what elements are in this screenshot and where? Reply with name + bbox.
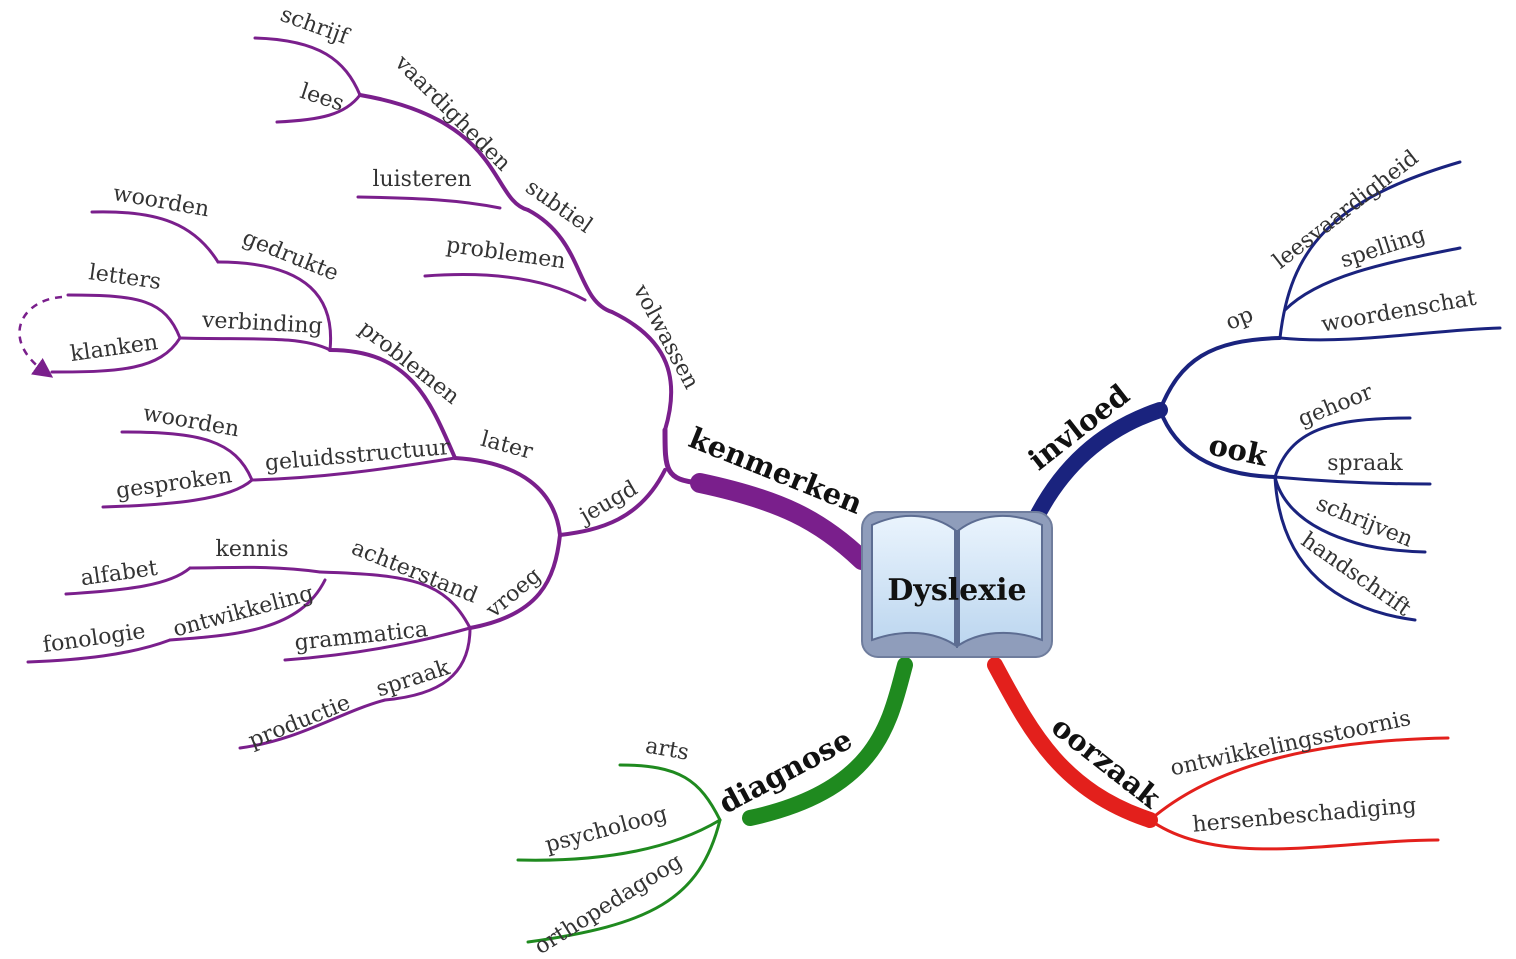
spraak-inv-connector — [1273, 475, 1432, 486]
gesproken-label[interactable]: gesproken — [115, 463, 234, 504]
verbinding-connector — [178, 336, 332, 352]
later-connector — [453, 456, 562, 537]
gedrukte-connector — [216, 260, 333, 352]
leesvaardigheid-connector — [1278, 160, 1462, 340]
gesproken-connector — [101, 478, 254, 509]
klanken-label[interactable]: klanken — [69, 330, 160, 367]
oorzaak-branch — [987, 657, 1450, 851]
lees-connector — [275, 93, 362, 124]
diagnose-main-connector — [742, 657, 913, 826]
volwassen-label[interactable]: volwassen — [627, 280, 703, 394]
luisteren-label[interactable]: luisteren — [372, 167, 471, 192]
schrijven-connector — [1273, 475, 1427, 554]
op-connector — [1158, 336, 1282, 412]
problemen2-label[interactable]: problemen — [445, 233, 567, 274]
kenmerken-branch — [18, 36, 872, 750]
ontwikkelingsstoornis-connector — [1148, 736, 1450, 822]
luisteren-connector — [356, 195, 502, 210]
orthopedagoog-connector — [526, 818, 722, 944]
achterstand-connector — [318, 570, 472, 630]
geluidsstructuur-connector — [250, 456, 457, 482]
letters-connector — [66, 293, 182, 340]
jeugd-connector — [558, 468, 667, 537]
fonologie-connector — [26, 638, 172, 664]
central-title: Dyslexie — [887, 573, 1026, 608]
hersenbeschadiging-connector — [1148, 818, 1440, 851]
volwassen-connector — [610, 310, 674, 432]
diagnose-branch — [516, 657, 913, 944]
lees-label[interactable]: lees — [297, 79, 347, 116]
schrijf-label[interactable]: schrijf — [277, 2, 353, 50]
kennis-connector — [188, 565, 322, 574]
hersenbeschadiging-label[interactable]: hersenbeschadiging — [1191, 793, 1417, 837]
vroeg-connector — [468, 533, 562, 630]
spelling-connector — [1283, 246, 1462, 312]
woorden2-connector — [120, 430, 254, 482]
later-label[interactable]: later — [478, 427, 536, 465]
subtiel-label[interactable]: subtiel — [521, 175, 597, 239]
problemen2-connector — [423, 273, 587, 302]
arts-connector — [618, 763, 722, 822]
spraak-connector — [383, 626, 472, 702]
letters-klanken-loop-arrow — [18, 295, 63, 378]
letters-label[interactable]: letters — [87, 260, 162, 295]
spraak-inv-label[interactable]: spraak — [1327, 451, 1403, 476]
productie-label[interactable]: productie — [245, 690, 354, 753]
vaardigheden-connector — [358, 93, 530, 212]
verbinding-label[interactable]: verbinding — [200, 308, 323, 339]
arts-label[interactable]: arts — [643, 733, 690, 765]
grammatica-connector — [283, 626, 472, 662]
invloed-main-connector — [1027, 402, 1168, 528]
central-node[interactable]: Dyslexie — [861, 511, 1053, 658]
alfabet-connector — [64, 566, 192, 596]
problemen-connector — [328, 348, 457, 460]
woorden1-connector — [90, 210, 220, 264]
kenmerken-main-connector — [690, 473, 872, 570]
woordenschat-connector — [1278, 326, 1502, 342]
schrijf-connector — [253, 36, 362, 97]
klanken-connector — [50, 336, 182, 374]
oorzaak-main-connector — [987, 657, 1158, 828]
subtiel-connector — [526, 208, 614, 314]
geluidsstructuur-label[interactable]: geluidsstructuur — [264, 435, 452, 476]
psycholoog-connector — [516, 818, 722, 862]
gedrukte-label[interactable]: gedrukte — [239, 225, 342, 286]
vaardigheden-label[interactable]: vaardigheden — [389, 50, 515, 176]
ook-connector — [1158, 408, 1277, 479]
productie-connector — [238, 698, 387, 750]
achterstand-label[interactable]: achterstand — [348, 535, 481, 608]
kennis-label[interactable]: kennis — [215, 537, 288, 562]
ontwikkelingsstoornis-label[interactable]: ontwikkelingsstoornis — [1168, 706, 1413, 781]
ontwikkeling-connector — [168, 578, 327, 642]
invloed-branch — [1027, 160, 1502, 622]
woorden1-label[interactable]: woorden — [111, 181, 211, 222]
kenmerken-hub-connector — [662, 427, 703, 486]
open-book-icon — [861, 511, 1053, 658]
handschrift-connector — [1273, 475, 1417, 622]
psycholoog-label[interactable]: psycholoog — [543, 801, 670, 858]
problemen-label[interactable]: problemen — [354, 316, 464, 410]
gehoor-connector — [1273, 416, 1412, 479]
op-label[interactable]: op — [1222, 302, 1257, 335]
